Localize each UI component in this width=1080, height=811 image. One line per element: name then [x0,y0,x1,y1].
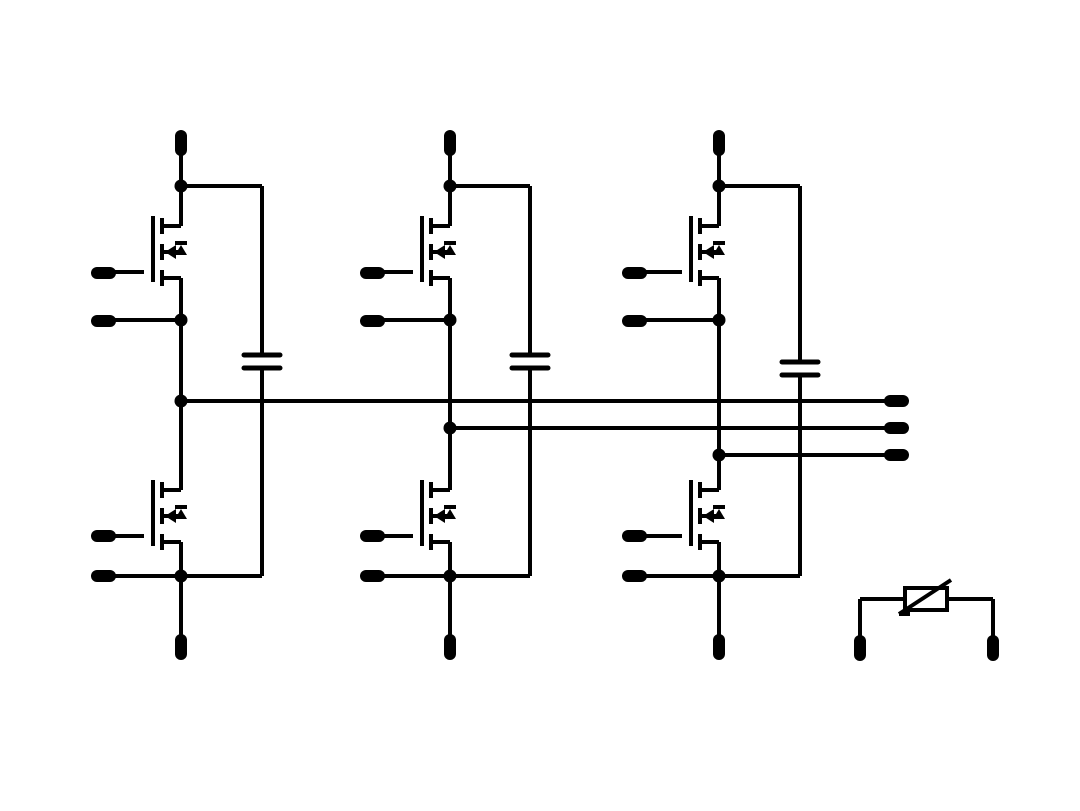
mosfet-arrow-icon [703,509,714,523]
mosfet-arrow-icon [434,245,445,259]
lower-mosfet [420,480,456,550]
dc-link-capacitor [509,352,551,576]
lower-mosfet [151,480,187,550]
mosfet-arrow-icon [165,509,176,523]
mosfet-arrow-icon [434,509,445,523]
upper-mosfet [689,216,725,286]
mosfet-arrow-icon [165,245,176,259]
leg-3 [622,130,821,660]
upper-mosfet [420,216,456,286]
mosfet-diode-icon [444,509,456,519]
thermistor [854,578,999,661]
mosfet-diode-icon [175,509,187,519]
upper-mosfet [151,216,187,286]
lower-mosfet [689,480,725,550]
mosfet-arrow-icon [703,245,714,259]
mosfet-diode-icon [175,245,187,255]
dc-link-capacitor [241,352,283,576]
thermistor-slash [897,578,953,616]
leg-2 [360,130,551,660]
mosfet-diode-icon [713,245,725,255]
dc-link-capacitor [779,359,821,576]
mosfet-diode-icon [444,245,456,255]
leg-1 [91,130,283,660]
mosfet-diode-icon [713,509,725,519]
